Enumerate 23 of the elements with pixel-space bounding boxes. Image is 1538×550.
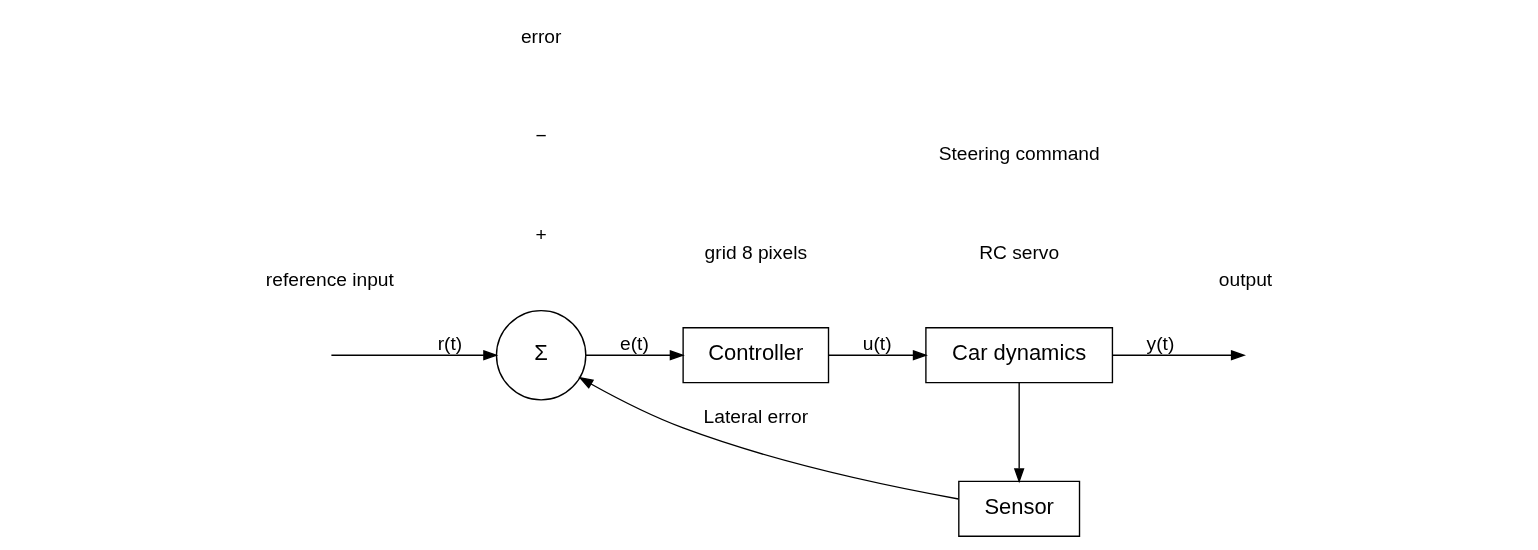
- label: Steering command: [938, 143, 1100, 165]
- arrow: [577, 376, 959, 500]
- edge-label: r(t): [437, 333, 462, 355]
- label: −: [535, 125, 547, 147]
- edge-label: y(t): [1146, 333, 1174, 355]
- edge-label: e(t): [619, 333, 649, 355]
- node-box: Controller: [681, 327, 829, 384]
- arrow: [1013, 382, 1024, 484]
- node-box: Car dynamics: [924, 327, 1113, 384]
- arrow: [330, 349, 498, 361]
- label: output: [1218, 269, 1272, 291]
- label: +: [535, 223, 547, 245]
- label: reference input: [265, 269, 394, 291]
- arrow: [584, 349, 685, 361]
- node-circle: Σ: [495, 309, 586, 401]
- node-box: Sensor: [957, 480, 1080, 537]
- label: grid 8 pixels: [704, 241, 807, 263]
- label: RC servo: [978, 241, 1059, 263]
- arrow: [827, 349, 928, 361]
- edge-label: Lateral error: [703, 405, 808, 427]
- arrow: [1111, 349, 1246, 361]
- edge-label: u(t): [862, 333, 892, 355]
- label: error: [520, 26, 561, 48]
